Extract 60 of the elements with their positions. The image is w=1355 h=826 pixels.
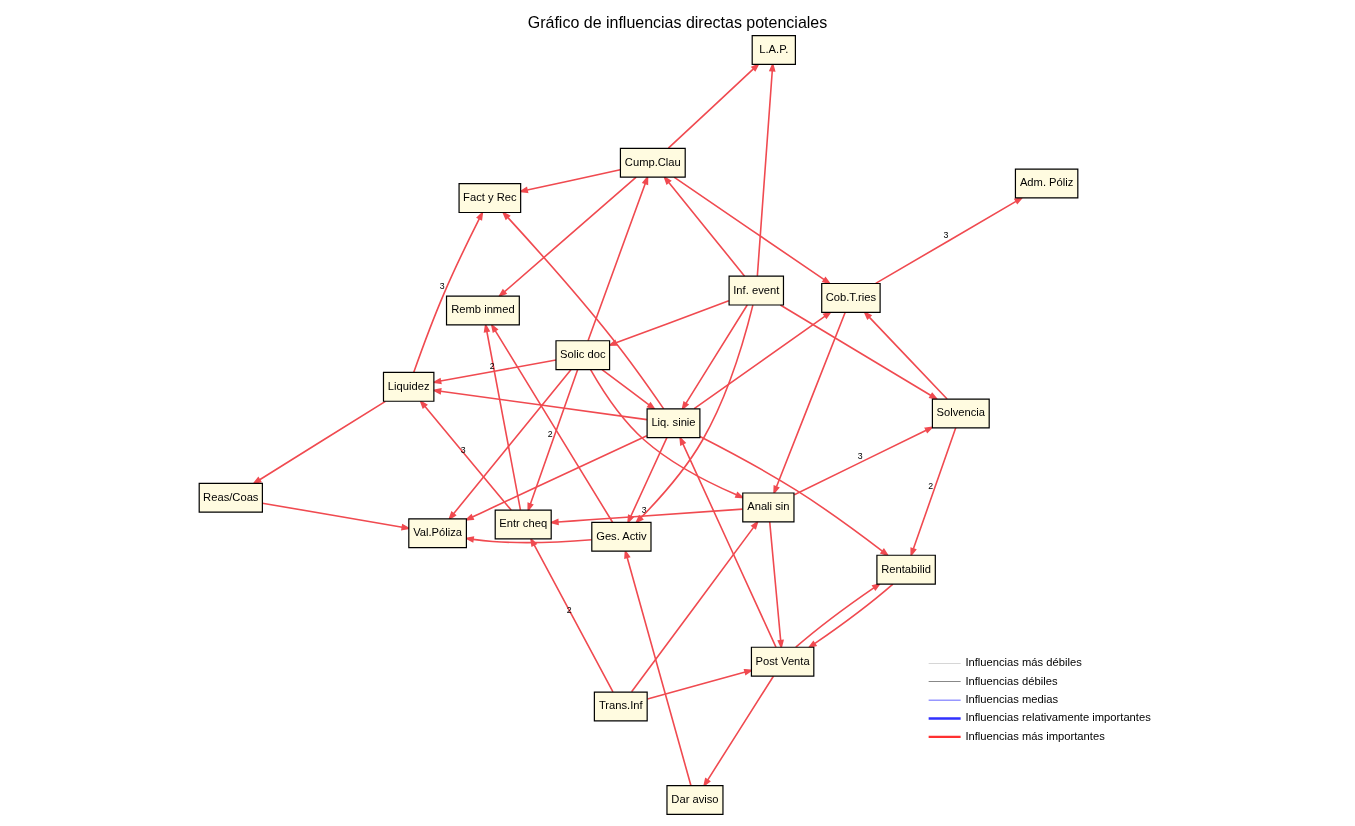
- node-box: Cump.Clau: [619, 147, 686, 178]
- diagram-title: Gráfico de influencias directas potenciales: [527, 13, 828, 31]
- edge-label: 2: [928, 480, 934, 491]
- edge-label: 2: [547, 429, 553, 440]
- arrow: [252, 400, 387, 485]
- node-box: Solic doc: [555, 340, 611, 371]
- legend-label: Influencias medias: [965, 693, 1059, 706]
- node-box: Liquidez: [382, 371, 435, 402]
- node-box: Adm. Póliz: [1014, 168, 1079, 199]
- node-box: Post Venta: [750, 646, 815, 677]
- legend-label: Influencias relativamente importantes: [965, 711, 1151, 724]
- arrow: [679, 435, 777, 648]
- edge-label: 3: [943, 230, 949, 241]
- arrow: [756, 62, 776, 277]
- node-box: Rentabilid: [876, 554, 936, 585]
- legend-label: Influencias débiles: [965, 674, 1058, 687]
- node-box: Fact y Rec: [458, 183, 522, 214]
- node-box: Reas/Coas: [198, 482, 263, 513]
- arrow: [910, 427, 957, 558]
- arrow: [419, 399, 512, 511]
- arrow: [464, 434, 648, 521]
- arrow: [807, 583, 894, 649]
- arrow: [518, 169, 621, 194]
- legend-label: Influencias más débiles: [965, 656, 1082, 669]
- arrow: [681, 304, 749, 411]
- node-box: Inf. event: [728, 275, 785, 306]
- node-box: Entr cheq: [494, 509, 552, 540]
- node-box: Solvencia: [931, 398, 990, 429]
- node-box: Trans.Inf: [593, 691, 648, 722]
- node-box: Remb inmed: [445, 295, 520, 326]
- arrow: [667, 62, 761, 149]
- arrow: [464, 536, 593, 544]
- arrow: [793, 426, 935, 496]
- arrow: [646, 668, 754, 700]
- arrow: [663, 175, 746, 277]
- node-box: Val.Póliza: [408, 518, 467, 549]
- edge-label: 2: [566, 605, 572, 616]
- legend-label: Influencias más importantes: [965, 729, 1105, 742]
- edge-label: 3: [460, 445, 466, 456]
- edge-label: 3: [641, 505, 647, 516]
- arrow: [261, 502, 411, 531]
- arrow: [630, 520, 759, 693]
- node-box: Anali sin: [742, 492, 795, 523]
- arrow: [413, 210, 484, 373]
- node-box: Cob.T.ries: [821, 282, 881, 313]
- arrow: [627, 437, 668, 525]
- arrow: [549, 508, 744, 526]
- arrow: [699, 435, 890, 557]
- arrow: [501, 210, 665, 410]
- node-box: Ges. Activ: [591, 521, 652, 552]
- edge-label: 3: [857, 450, 863, 461]
- node-box: Dar aviso: [666, 785, 724, 816]
- edge-label: 2: [489, 360, 495, 371]
- arrow: [795, 582, 882, 648]
- node-box: L.A.P.: [751, 34, 796, 65]
- node-box: Liq. sinie: [646, 408, 701, 439]
- edge-label: 3: [439, 280, 445, 291]
- arrow: [634, 304, 754, 525]
- arrow: [768, 521, 784, 650]
- arrow: [607, 300, 730, 346]
